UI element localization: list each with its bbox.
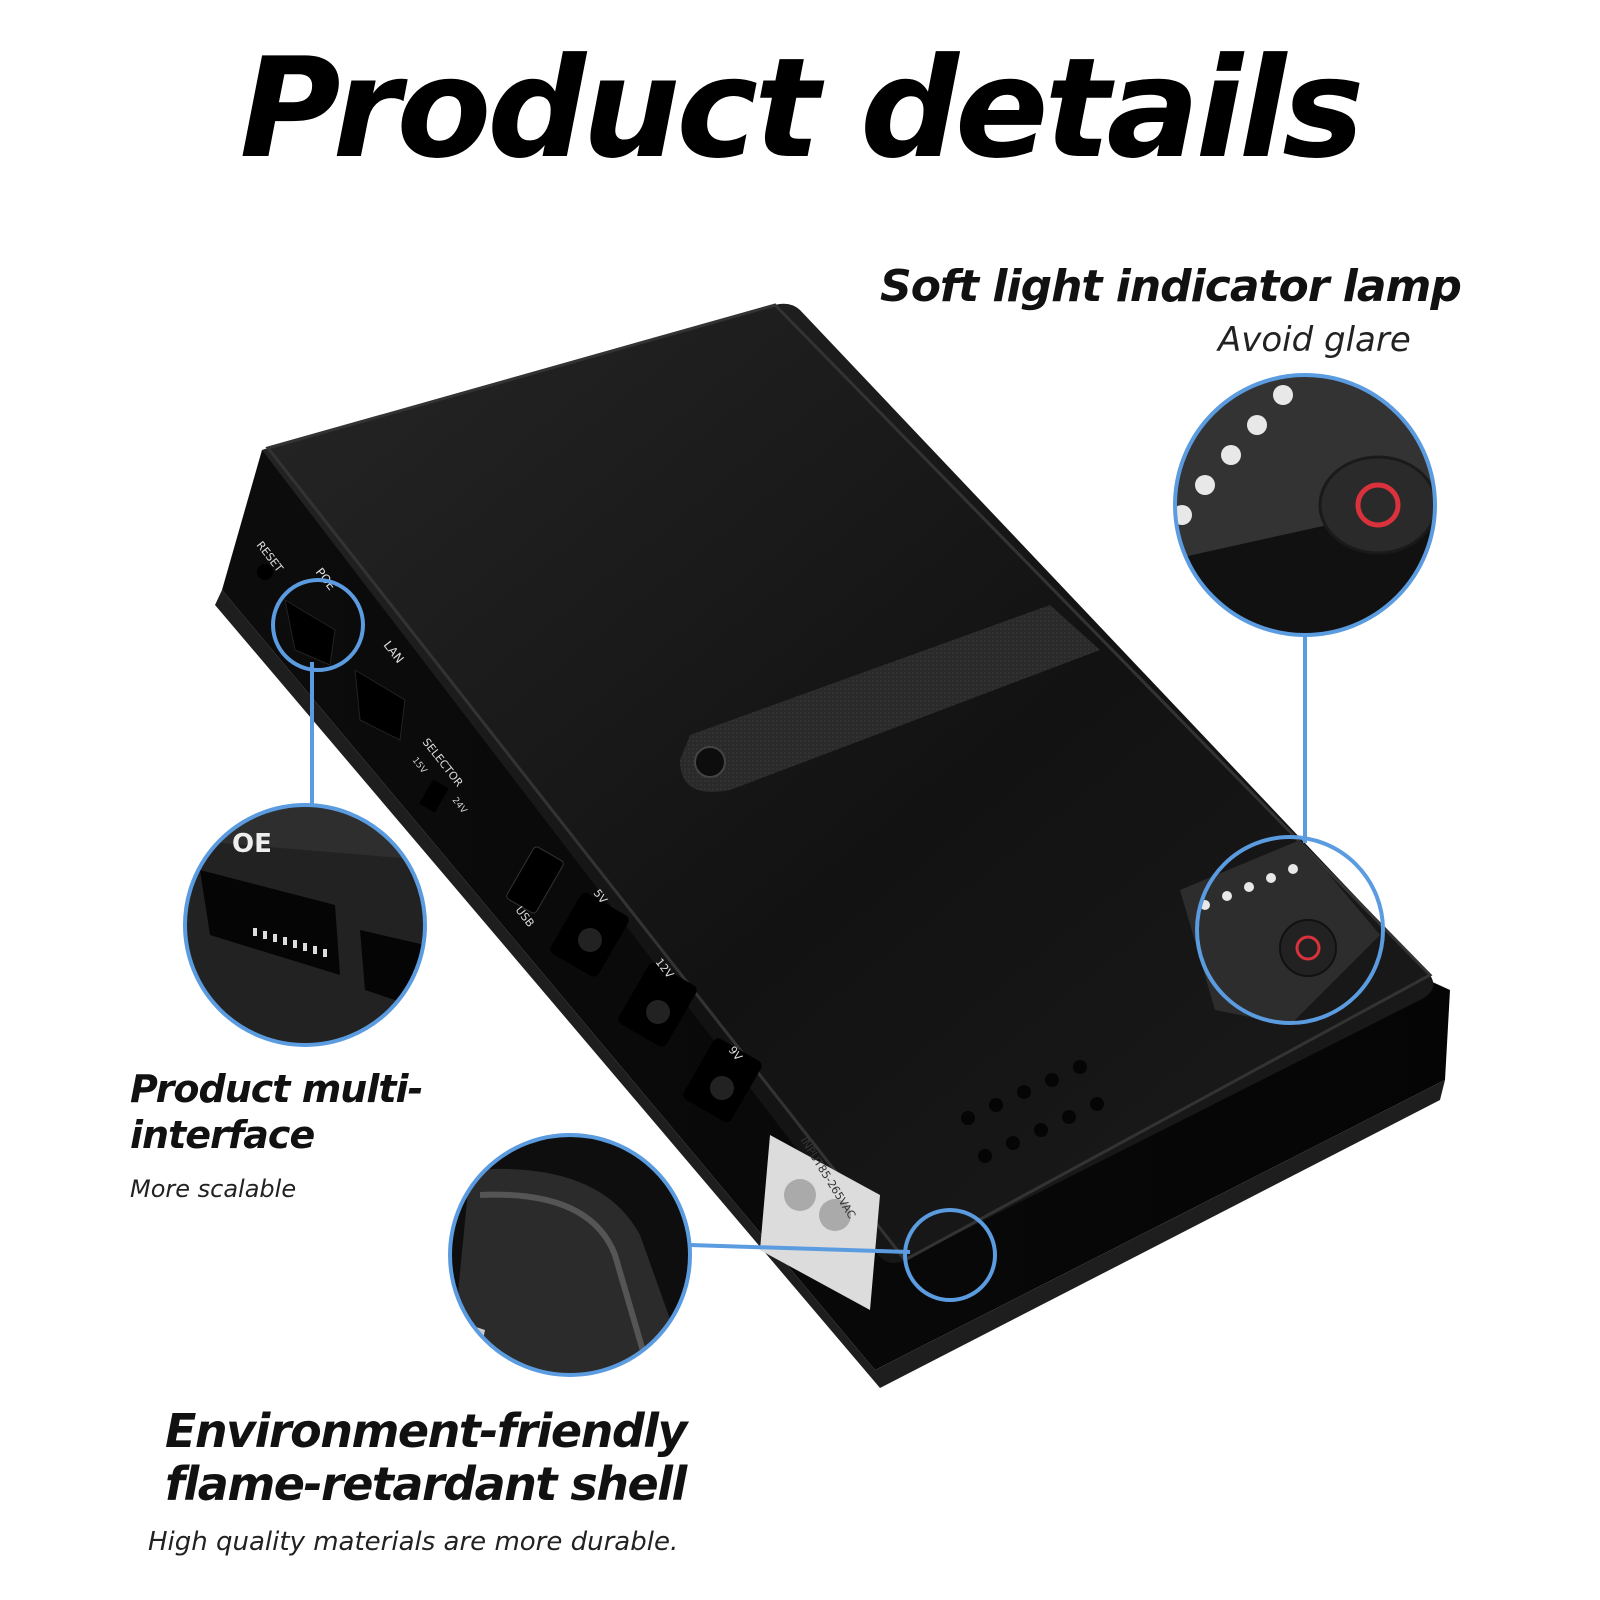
interface-heading-line1: Product multi-	[130, 1067, 423, 1111]
zoom-poe-label: OE	[232, 829, 272, 859]
zoom-indicator-lamp	[1175, 375, 1435, 635]
callout-marker-corner	[903, 1208, 997, 1302]
ac-input-socket-icon	[760, 1135, 880, 1310]
power-button-icon	[1279, 919, 1337, 977]
strip-button-icon	[694, 746, 726, 778]
indicator-panel	[1180, 840, 1380, 1025]
reset-hole-icon	[257, 564, 273, 580]
lan-port-icon	[354, 669, 406, 741]
dc-port-9v-icon	[683, 1038, 762, 1123]
callout-lines	[310, 635, 1307, 1254]
usb-port-icon	[506, 846, 564, 914]
shell-heading-line2: flame-retardant shell	[165, 1457, 687, 1511]
selector-switch-icon	[419, 779, 449, 813]
callout-marker-poe	[271, 578, 365, 672]
dc-port-12v-icon	[618, 962, 697, 1047]
textured-strip	[680, 605, 1100, 792]
zoom-power-icon	[1355, 482, 1401, 528]
device-top-surface	[262, 303, 1434, 1264]
poe-port-icon	[284, 598, 336, 666]
callout-marker-indicator	[1195, 835, 1385, 1025]
led-indicator-icon	[1200, 864, 1298, 910]
indicator-subtext: Avoid glare	[1218, 320, 1411, 360]
interface-heading-line2: interface	[130, 1113, 315, 1157]
interface-subtext: More scalable	[130, 1175, 297, 1203]
indicator-heading: Soft light indicator lamp	[880, 261, 1462, 312]
page-title: Product details	[239, 28, 1365, 189]
dc-port-5v-icon	[550, 892, 629, 977]
vent-holes-icon	[961, 1060, 1104, 1163]
shell-heading-line1: Environment-friendly	[165, 1404, 688, 1458]
shell-subtext: High quality materials are more durable.	[148, 1527, 679, 1557]
